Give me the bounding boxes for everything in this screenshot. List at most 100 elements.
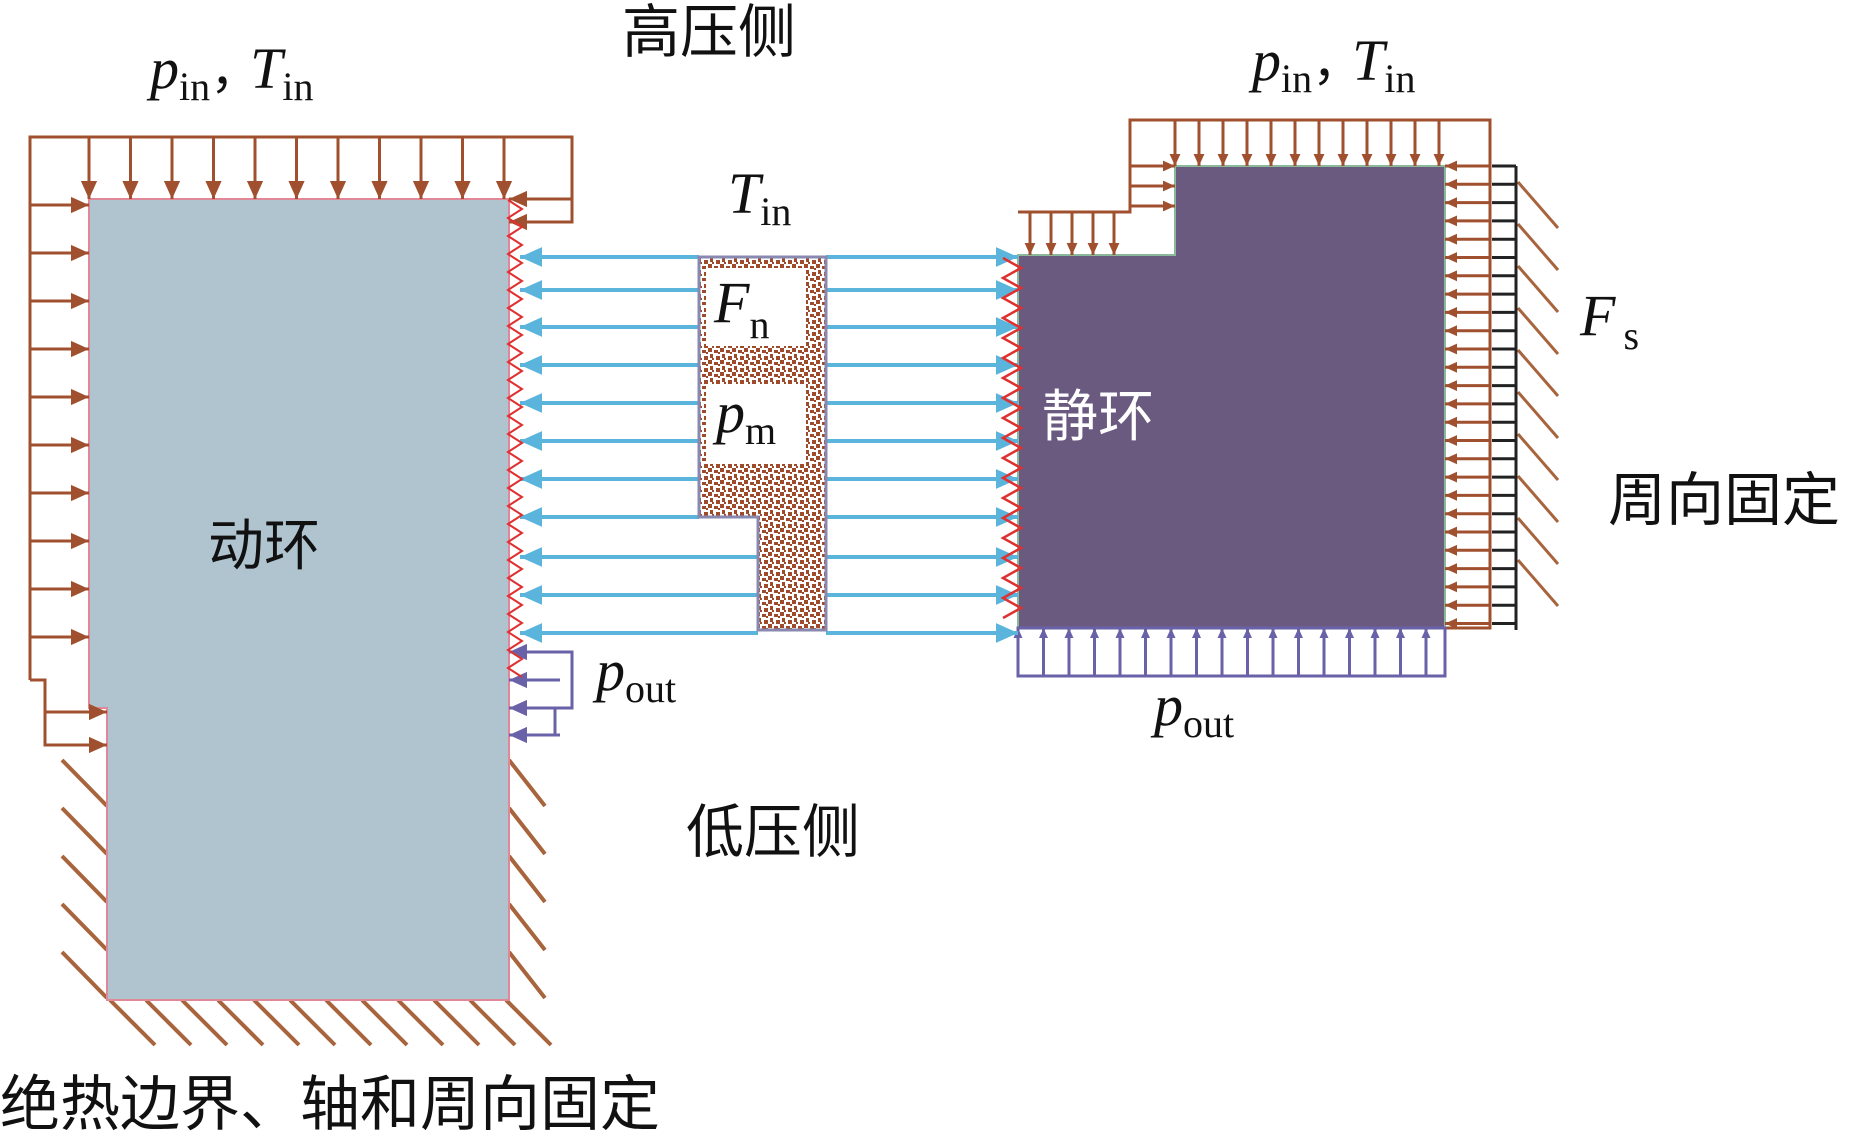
stator-inlet-arrow-left-head <box>1445 618 1457 629</box>
stator-outlet-arrow-up-head <box>1141 628 1150 638</box>
rotor-boundary-condition-label: 绝热边界、轴和周向固定 <box>0 1070 660 1140</box>
stator-outlet-arrow-up-head <box>1370 628 1380 638</box>
hatch-line <box>216 998 265 1047</box>
fn-label-box <box>706 268 806 346</box>
stationary-ring-label: 静环 <box>1042 385 1154 450</box>
stator-inlet-arrow-left-head <box>1445 270 1457 282</box>
heat-flux-arrow-right-head <box>996 355 1018 375</box>
hatch-line <box>507 950 547 1000</box>
gap-temperature-symbol: Tin <box>728 161 791 234</box>
stator-inlet-arrow-down-head <box>1361 154 1373 166</box>
hatch-line <box>1516 433 1560 481</box>
stator-inlet-arrow-left-head <box>1445 233 1457 245</box>
pm-label-box <box>706 384 806 464</box>
hatch-line <box>507 758 547 808</box>
stator-outlet-arrow-up-head <box>1115 628 1125 638</box>
stator-inlet-arrow-left-head <box>1445 416 1457 428</box>
left-outlet-symbol: pout <box>592 638 676 711</box>
hatch-line <box>60 902 109 952</box>
stator-circumferential-fixed-label: 周向固定 <box>1608 466 1840 534</box>
heat-flux-arrow-left-head <box>520 393 542 413</box>
stator-outlet-arrow-up-head <box>1319 628 1329 638</box>
normal-force-symbol: Fn <box>713 270 769 347</box>
rotor-inlet-arrow-right-head <box>71 484 89 502</box>
stator-outlet-pressure-arrows <box>1013 626 1447 678</box>
heat-flux-arrow-left-head <box>520 247 542 267</box>
hatch-line <box>432 998 481 1047</box>
rotor-inlet-arrow-down-head <box>205 181 222 199</box>
rotor-inlet-pressure-arrows <box>28 135 574 754</box>
hatch-line <box>108 998 157 1047</box>
rotor-inlet-arrow-right-head <box>71 340 89 358</box>
rotor-outlet-arrow-head <box>509 726 527 744</box>
heat-flux-arrow-left-head <box>520 547 542 567</box>
stator-inlet-pressure-arrows <box>1018 118 1492 630</box>
heat-flux-arrow-left-head <box>520 280 542 300</box>
rotor-outlet-arrow-head <box>509 643 527 661</box>
rotor-outlet-arrow-head <box>509 699 527 717</box>
stator-inlet-arrow-left-head <box>1445 178 1457 190</box>
stator-inlet-arrow-left-head <box>1445 288 1457 300</box>
heat-flux-arrow-left-head <box>520 469 542 489</box>
stator-inlet-arrow-left-head <box>1445 380 1457 391</box>
heat-flux-arrow-left-head <box>520 507 542 527</box>
stator-inlet-arrow-left-head <box>1445 325 1457 337</box>
heat-flux-arrow-left-head <box>520 431 542 451</box>
stator-inlet-arrow-down-head <box>1087 243 1099 255</box>
hatch-line <box>507 854 547 904</box>
rotor-inlet-arrow-down-head <box>329 181 347 199</box>
stator-inlet-arrow-down-head <box>1024 243 1036 255</box>
hatch-line <box>1516 559 1560 607</box>
stator-inlet-arrow-down-head <box>1289 154 1301 166</box>
rotor-inlet-arrow-down-head <box>412 181 430 199</box>
heat-flux-arrows <box>520 247 1018 643</box>
rotor-inlet-arrow-right-head <box>89 736 107 754</box>
hatch-line <box>60 806 109 856</box>
stator-inlet-arrow-down-head <box>1217 154 1229 166</box>
stator-inlet-arrow-left-head <box>1445 398 1457 410</box>
stator-inlet-arrow-down-head <box>1193 154 1205 166</box>
hatch-line <box>252 998 301 1047</box>
hatch-line <box>504 998 553 1047</box>
hatch-line <box>1516 265 1560 313</box>
stator-inlet-arrow-left-head <box>1445 197 1457 208</box>
rotor-contact-zigzag <box>506 199 524 678</box>
rotor-outlet-arrow-head <box>509 671 527 689</box>
stator-outlet-arrow-up-head <box>1268 628 1278 638</box>
stator-inlet-arrow-down-head <box>1045 243 1057 255</box>
rotating-ring-body <box>88 198 510 1001</box>
stator-inlet-arrow-down-head <box>1108 243 1120 255</box>
stator-inlet-arrow-down-head <box>1169 154 1181 166</box>
stator-inlet-arrow-down-head <box>1241 154 1253 166</box>
hatch-line <box>144 998 193 1047</box>
stator-inlet-arrow-left-head <box>1445 471 1457 483</box>
stator-inlet-arrow-left-head <box>1445 361 1457 373</box>
stator-inlet-frame <box>1018 118 1492 630</box>
heat-flux-arrow-right-head <box>996 317 1018 337</box>
rotor-inlet-arrow-right-head <box>71 196 89 214</box>
stator-fixed-support-hatch <box>1516 181 1560 607</box>
rotor-inlet-arrow-right-head <box>71 388 89 406</box>
hatch-line <box>360 998 409 1047</box>
stator-inlet-arrow-down-head <box>1337 154 1349 166</box>
hatch-line <box>1516 223 1560 271</box>
rotor-inlet-arrow-down-head <box>288 181 305 199</box>
stator-inlet-arrow-down-head <box>1409 154 1421 166</box>
hatch-line <box>60 758 109 808</box>
rotor-inlet-arrow-down-head <box>371 181 388 199</box>
stator-outlet-arrow-up-head <box>1217 628 1227 638</box>
rotor-inlet-arrow-down-head <box>495 181 513 199</box>
rotor-outlet-pressure-arrows <box>509 643 574 744</box>
stator-inlet-arrow-left-head <box>1445 453 1457 465</box>
stator-inlet-arrow-left-head <box>1445 252 1457 263</box>
stator-inlet-arrow-right-head <box>1163 200 1175 212</box>
stator-inlet-arrow-down-head <box>1066 243 1078 255</box>
stator-outlet-arrow-up-head <box>1421 628 1431 638</box>
stator-outlet-arrow-up-head <box>1064 628 1074 638</box>
stator-inlet-arrow-left-head <box>1445 215 1457 227</box>
stator-inlet-arrow-left-head <box>1445 435 1457 446</box>
stator-inlet-arrow-left-head <box>1445 599 1457 611</box>
rotor-inlet-arrow-right-head <box>89 703 107 721</box>
